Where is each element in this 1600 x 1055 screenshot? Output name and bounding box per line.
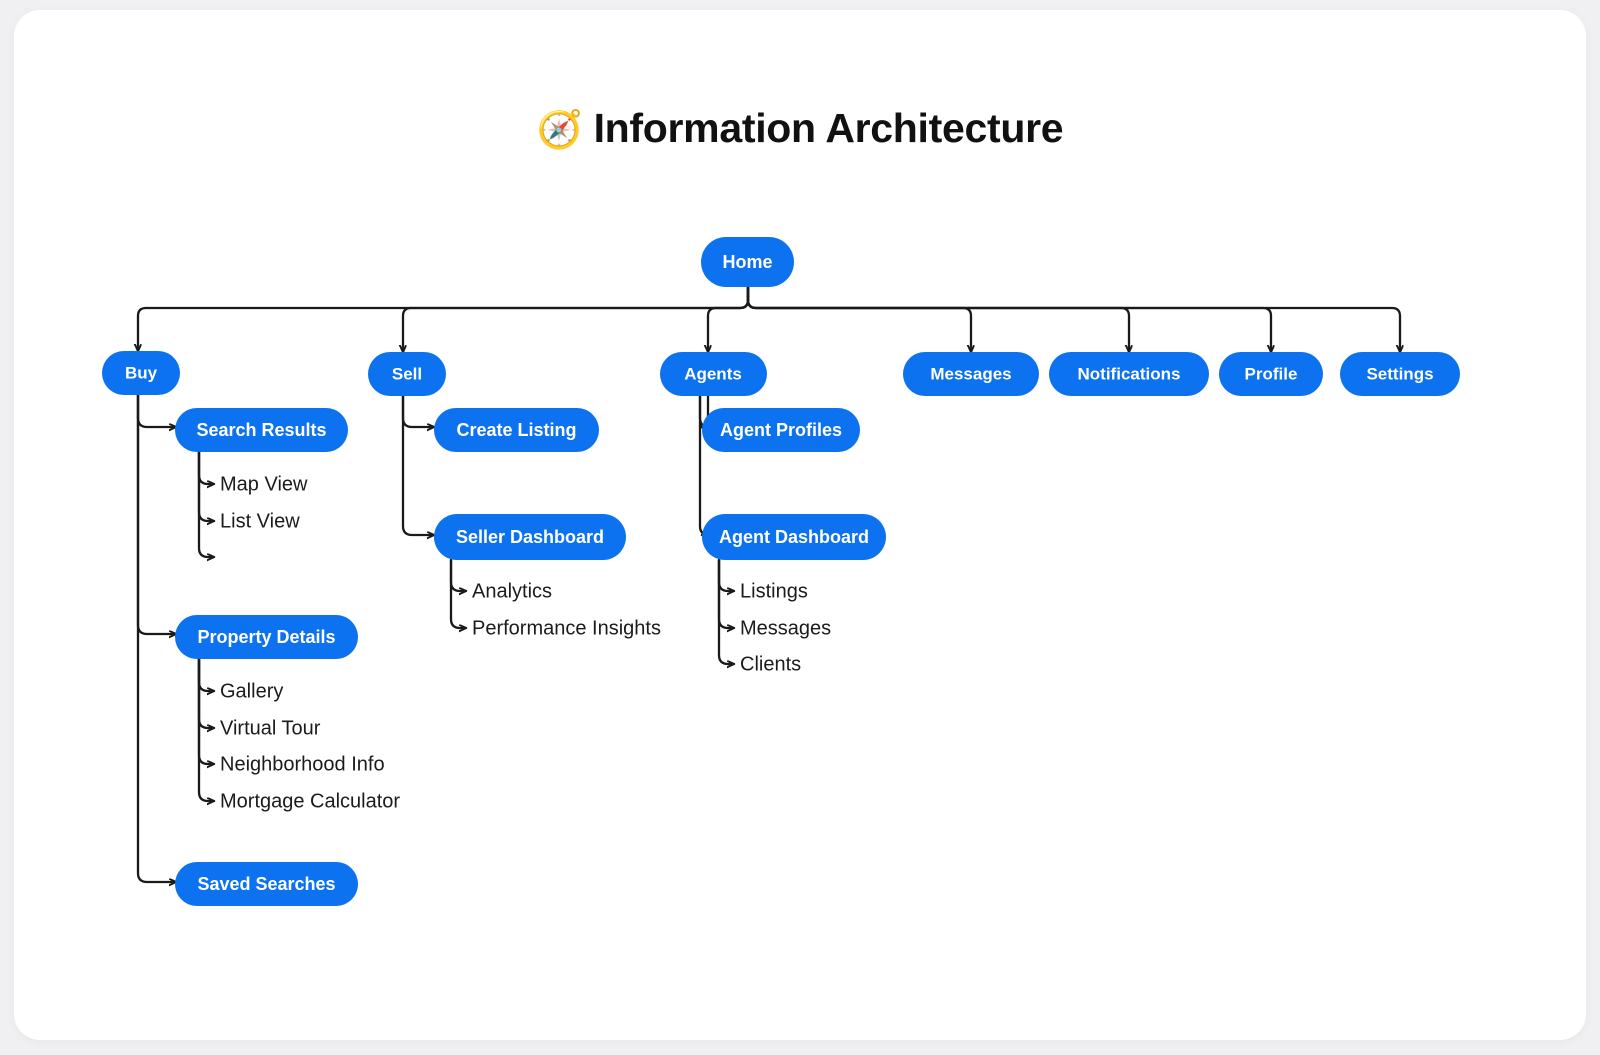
- node-search-results-label: Search Results: [196, 420, 326, 440]
- node-property-details[interactable]: Property Details: [175, 615, 358, 659]
- page-title-text: Information Architecture: [593, 105, 1064, 151]
- node-home-label: Home: [722, 252, 772, 272]
- edge-home-messages: [746, 284, 971, 352]
- connectors-root: [138, 284, 1400, 352]
- node-agent-profiles[interactable]: Agent Profiles: [702, 408, 860, 452]
- node-agent-profiles-shape[interactable]: [702, 408, 860, 452]
- diagram-card: 🧭 Information Architecture: [14, 10, 1586, 1040]
- node-agents-shape[interactable]: [660, 352, 767, 396]
- edge-ad-messages: [717, 558, 734, 628]
- connectors-agent-dashboard: [717, 558, 734, 664]
- node-search-results[interactable]: Search Results: [175, 408, 348, 452]
- edge-home-notifications: [746, 284, 1129, 352]
- information-architecture-tree: Home Buy Sell Agents Messages Notificati…: [102, 237, 1460, 906]
- node-sell-shape[interactable]: [368, 352, 446, 396]
- edge-sr-map-view: [197, 450, 214, 484]
- leaf-list-view: List View: [220, 510, 300, 532]
- node-create-listing-shape[interactable]: [434, 408, 599, 452]
- node-seller-dashboard-shape[interactable]: [434, 514, 626, 560]
- node-agents[interactable]: Agents: [660, 352, 767, 396]
- node-messages-shape[interactable]: [903, 352, 1039, 396]
- page-title: 🧭 Information Architecture: [14, 105, 1586, 152]
- connectors-search-results: [197, 450, 214, 557]
- node-create-listing[interactable]: Create Listing: [434, 408, 599, 452]
- node-buy[interactable]: Buy: [102, 351, 180, 395]
- edge-pd-gallery: [197, 657, 214, 691]
- node-settings-shape[interactable]: [1340, 352, 1460, 396]
- edge-buy-property-details: [136, 392, 176, 634]
- node-profile-shape[interactable]: [1219, 352, 1323, 396]
- node-agent-profiles-label: Agent Profiles: [720, 420, 842, 440]
- edge-home-buy: [138, 284, 750, 351]
- edge-sell-seller-dashboard: [401, 393, 434, 535]
- edge-ad-clients: [717, 558, 734, 664]
- node-notifications-label: Notifications: [1078, 364, 1181, 383]
- leaf-mortgage-calculator: Mortgage Calculator: [220, 790, 400, 812]
- edge-sd-analytics: [449, 558, 466, 591]
- edge-buy-search-results: [136, 392, 176, 427]
- node-sell-label: Sell: [392, 364, 422, 383]
- edge-sr-blank: [197, 450, 214, 557]
- leaf-performance-insights: Performance Insights: [472, 617, 661, 639]
- node-agent-dashboard-shape[interactable]: [702, 514, 886, 560]
- node-agent-dashboard[interactable]: Agent Dashboard: [702, 514, 886, 560]
- edge-home-agents: [708, 284, 750, 352]
- node-create-listing-label: Create Listing: [456, 420, 576, 440]
- edge-pd-virtual-tour: [197, 657, 214, 728]
- edge-home-settings: [746, 284, 1400, 352]
- compass-icon: 🧭: [536, 109, 583, 150]
- node-settings[interactable]: Settings: [1340, 352, 1460, 396]
- node-buy-label: Buy: [125, 363, 158, 382]
- edge-pd-mortgage-calculator: [197, 657, 214, 801]
- edge-sell-create-listing: [401, 393, 434, 427]
- leaf-listings: Listings: [740, 580, 808, 602]
- leaf-clients: Clients: [740, 653, 801, 675]
- edge-sd-performance-insights: [449, 558, 466, 628]
- edge-home-profile: [746, 284, 1271, 352]
- leaf-analytics: Analytics: [472, 580, 552, 602]
- connectors-seller-dashboard: [449, 558, 466, 628]
- leaf-map-view: Map View: [220, 473, 308, 495]
- node-seller-dashboard[interactable]: Seller Dashboard: [434, 514, 626, 560]
- node-profile-label: Profile: [1245, 364, 1298, 383]
- leaf-gallery: Gallery: [220, 680, 283, 702]
- edge-buy-saved-searches: [136, 392, 176, 882]
- node-saved-searches[interactable]: Saved Searches: [175, 862, 358, 906]
- node-home-shape[interactable]: [701, 237, 794, 287]
- connectors-sell: [401, 393, 434, 535]
- node-messages-label: Messages: [930, 364, 1011, 383]
- node-agent-dashboard-label: Agent Dashboard: [719, 527, 869, 547]
- node-messages[interactable]: Messages: [903, 352, 1039, 396]
- node-buy-shape[interactable]: [102, 351, 180, 395]
- leaf-virtual-tour: Virtual Tour: [220, 717, 321, 739]
- node-profile[interactable]: Profile: [1219, 352, 1323, 396]
- edge-home-sell: [403, 284, 750, 352]
- edge-sr-list-view: [197, 450, 214, 521]
- node-saved-searches-shape[interactable]: [175, 862, 358, 906]
- node-home[interactable]: Home: [701, 237, 794, 287]
- node-sell[interactable]: Sell: [368, 352, 446, 396]
- leaf-neighborhood-info: Neighborhood Info: [220, 753, 385, 775]
- node-agents-label: Agents: [684, 364, 742, 383]
- connectors-buy: [136, 392, 176, 882]
- leaf-agent-messages: Messages: [740, 617, 831, 639]
- node-property-details-label: Property Details: [197, 627, 335, 647]
- node-notifications[interactable]: Notifications: [1049, 352, 1209, 396]
- node-settings-label: Settings: [1366, 364, 1433, 383]
- node-notifications-shape[interactable]: [1049, 352, 1209, 396]
- edge-pd-neighborhood-info: [197, 657, 214, 764]
- node-saved-searches-label: Saved Searches: [197, 874, 335, 894]
- connectors-property-details: [197, 657, 214, 801]
- node-property-details-shape[interactable]: [175, 615, 358, 659]
- edge-ad-listings: [717, 558, 734, 591]
- node-search-results-shape[interactable]: [175, 408, 348, 452]
- node-seller-dashboard-label: Seller Dashboard: [456, 527, 604, 547]
